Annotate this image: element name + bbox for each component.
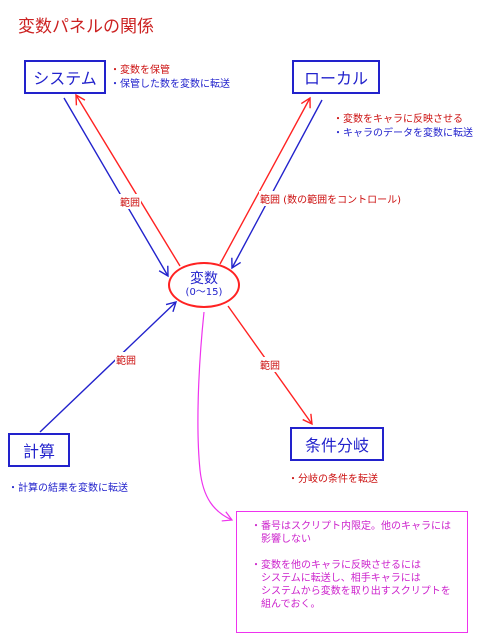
system-notes: ・変数を保管 ・保管した数を変数に転送 — [110, 64, 230, 92]
branch-notes: ・分岐の条件を転送 — [288, 473, 378, 487]
edge-label-local: 範囲 (数の範囲をコントロール) — [259, 191, 402, 206]
local-notes: ・変数をキャラに反映させる ・キャラのデータを変数に転送 — [333, 113, 473, 141]
memo-note-share: ・変数を他のキャラに反映させるには システムに転送し、相手キャラには システムか… — [251, 560, 451, 610]
system-note-transfer: ・保管した数を変数に転送 — [110, 79, 230, 90]
variable-node: 変数 (0〜15) — [168, 262, 240, 308]
edge-label-calc: 範囲 — [115, 352, 137, 367]
system-note-store: ・変数を保管 — [110, 65, 170, 76]
arrow-local-to-variable — [231, 99, 323, 270]
arrow-variable-to-local — [219, 96, 311, 265]
arrow-system-to-variable — [63, 97, 169, 278]
edge-label-system: 範囲 — [119, 194, 141, 209]
arrow-variable-to-memo — [197, 311, 234, 522]
local-node: ローカル — [292, 60, 380, 94]
memo-note-scope: ・番号はスクリプト内限定。他のキャラには 影響しない — [251, 521, 451, 545]
branch-note-condition: ・分岐の条件を転送 — [288, 474, 378, 485]
system-node: システム — [24, 60, 106, 94]
calc-node: 計算 — [8, 433, 70, 467]
calc-notes: ・計算の結果を変数に転送 — [8, 482, 128, 496]
variable-name: 変数 — [190, 271, 218, 288]
variable-range: (0〜15) — [185, 287, 223, 299]
arrow-variable-to-system — [75, 93, 181, 267]
edge-label-branch: 範囲 — [259, 357, 281, 372]
memo-box: ・番号はスクリプト内限定。他のキャラには 影響しない ・変数を他のキャラに反映さ… — [236, 511, 468, 633]
local-note-apply: ・変数をキャラに反映させる — [333, 114, 463, 125]
page-title: 変数パネルの関係 — [18, 17, 154, 37]
calc-note-transfer: ・計算の結果を変数に転送 — [8, 483, 128, 494]
arrow-calc-to-variable — [39, 301, 178, 433]
branch-node: 条件分岐 — [290, 427, 384, 461]
local-note-transfer: ・キャラのデータを変数に転送 — [333, 128, 473, 139]
